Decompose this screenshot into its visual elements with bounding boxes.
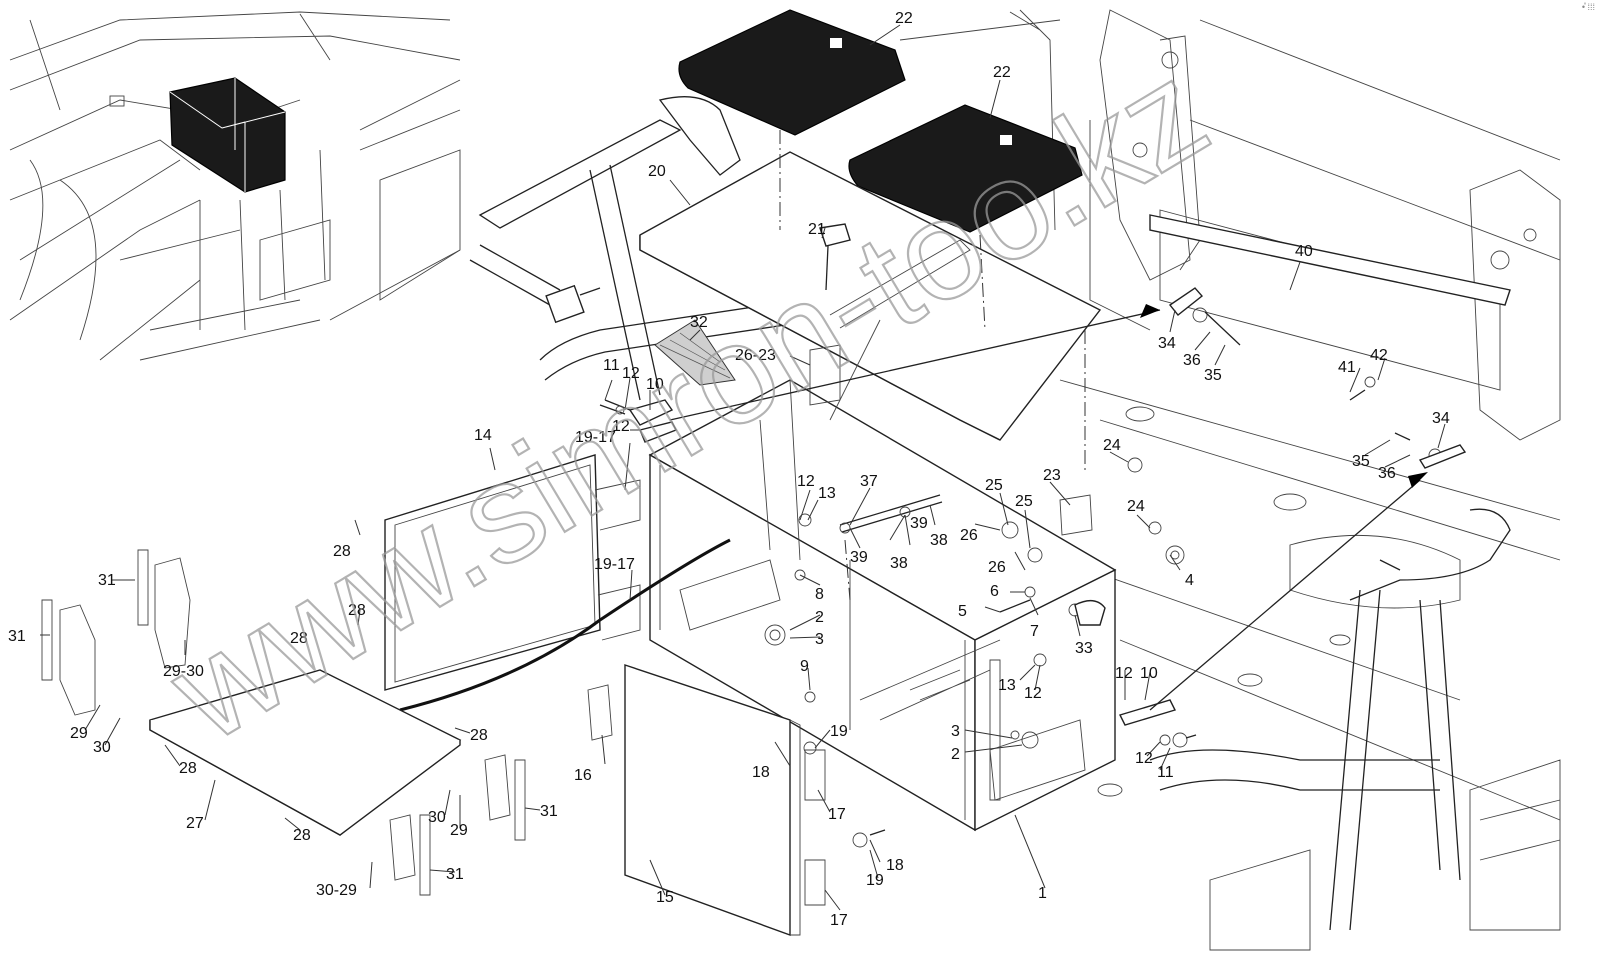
callout-label: 34 [1432, 410, 1450, 427]
callout-label: 4 [1185, 572, 1194, 589]
callout-label: 31 [540, 803, 558, 820]
callout-label: 36 [1183, 352, 1201, 369]
callout-label: 18 [752, 764, 770, 781]
callout-label: 12 [622, 365, 640, 382]
callout-label: 25 [1015, 493, 1033, 510]
alignment-lines [669, 130, 1428, 711]
callout-label: 34 [1158, 335, 1176, 352]
callout-label: 27 [186, 815, 204, 832]
callout-label: 11 [1157, 764, 1174, 781]
callout-label: 22 [993, 64, 1011, 81]
callout-label: 19 [866, 872, 884, 889]
callout-label: 19 [830, 723, 848, 740]
callout-label: 24 [1103, 437, 1121, 454]
hardware [599, 223, 1467, 848]
callout-label: 35 [1204, 367, 1222, 384]
callout-label: 9 [800, 658, 809, 675]
callout-label: 41 [1338, 359, 1356, 376]
callout-label: 26-23 [735, 347, 776, 364]
callout-label: 38 [890, 555, 908, 572]
leader-lines [40, 24, 1446, 911]
callout-label: 11 [603, 357, 620, 374]
callout-label: 20 [648, 163, 666, 180]
callout-label: 40 [1295, 243, 1313, 260]
callout-label: 39 [850, 549, 868, 566]
callouts: 22 22 20 21 40 32 26-23 11 12 10 12 19-1… [8, 10, 1450, 929]
callout-label: 3 [815, 631, 824, 648]
callout-label: 30 [93, 739, 111, 756]
callout-label: 19-17 [594, 556, 635, 573]
callout-label: 3 [951, 723, 960, 740]
callout-label: 2 [815, 609, 824, 626]
corner-status-icons: •̊ ⁞⁞⁞ [1581, 2, 1595, 12]
callout-label: 36 [1378, 465, 1396, 482]
callout-label: 32 [690, 314, 708, 331]
hinge-brackets [41, 549, 526, 896]
callout-label: 28 [179, 760, 197, 777]
callout-label: 18 [886, 857, 904, 874]
callout-label: 8 [815, 586, 824, 603]
callout-label: 16 [574, 767, 592, 784]
callout-label: 29 [450, 822, 468, 839]
rail-assembly [469, 96, 806, 401]
callout-label: 1 [1038, 885, 1047, 902]
callout-label: 28 [293, 827, 311, 844]
callout-label: 28 [333, 543, 351, 560]
callout-label: 21 [808, 221, 826, 238]
callout-label: 23 [1043, 467, 1061, 484]
callout-label: 13 [818, 485, 836, 502]
callout-label: 39 [910, 515, 928, 532]
callout-label: 17 [828, 806, 846, 823]
callout-label: 22 [895, 10, 913, 27]
callout-label: 31 [8, 628, 26, 645]
callout-label: 30 [428, 809, 446, 826]
side-door [384, 454, 731, 712]
callout-label: 12 [1135, 750, 1153, 767]
callout-label: 12 [612, 418, 630, 435]
callout-label: 29-30 [163, 663, 204, 680]
callout-label: 17 [830, 912, 848, 929]
callout-label: 28 [348, 602, 366, 619]
lid-plates [678, 9, 1083, 233]
callout-label: 12 [1115, 665, 1133, 682]
callout-label: 25 [985, 477, 1003, 494]
callout-label: 29 [70, 725, 88, 742]
callout-label: 7 [1030, 623, 1039, 640]
callout-label: 24 [1127, 498, 1145, 515]
front-door [587, 664, 826, 936]
callout-label: 33 [1075, 640, 1093, 657]
callout-label: 12 [1024, 685, 1042, 702]
callout-label: 19-17 [575, 429, 616, 446]
callout-label: 10 [1140, 665, 1158, 682]
callout-label: 15 [656, 889, 674, 906]
callout-label: 26 [960, 527, 978, 544]
bottom-plate [149, 669, 462, 836]
callout-label: 5 [958, 603, 967, 620]
callout-label: 35 [1352, 453, 1370, 470]
callout-label: 13 [998, 677, 1016, 694]
callout-label: 42 [1370, 347, 1388, 364]
callout-label: 14 [474, 427, 492, 444]
overview-inset [8, 8, 466, 370]
callout-label: 28 [470, 727, 488, 744]
callout-label: 30-29 [316, 882, 357, 899]
callout-label: 26 [988, 559, 1006, 576]
callout-label: 31 [446, 866, 464, 883]
callout-label: 31 [98, 572, 116, 589]
callout-label: 2 [951, 746, 960, 763]
callout-label: 38 [930, 532, 948, 549]
callout-label: 10 [646, 376, 664, 393]
callout-label: 28 [290, 630, 308, 647]
callout-label: 6 [990, 583, 999, 600]
callout-label: 12 [797, 473, 815, 490]
tractor-frame [899, 9, 1561, 951]
callout-label: 37 [860, 473, 878, 490]
